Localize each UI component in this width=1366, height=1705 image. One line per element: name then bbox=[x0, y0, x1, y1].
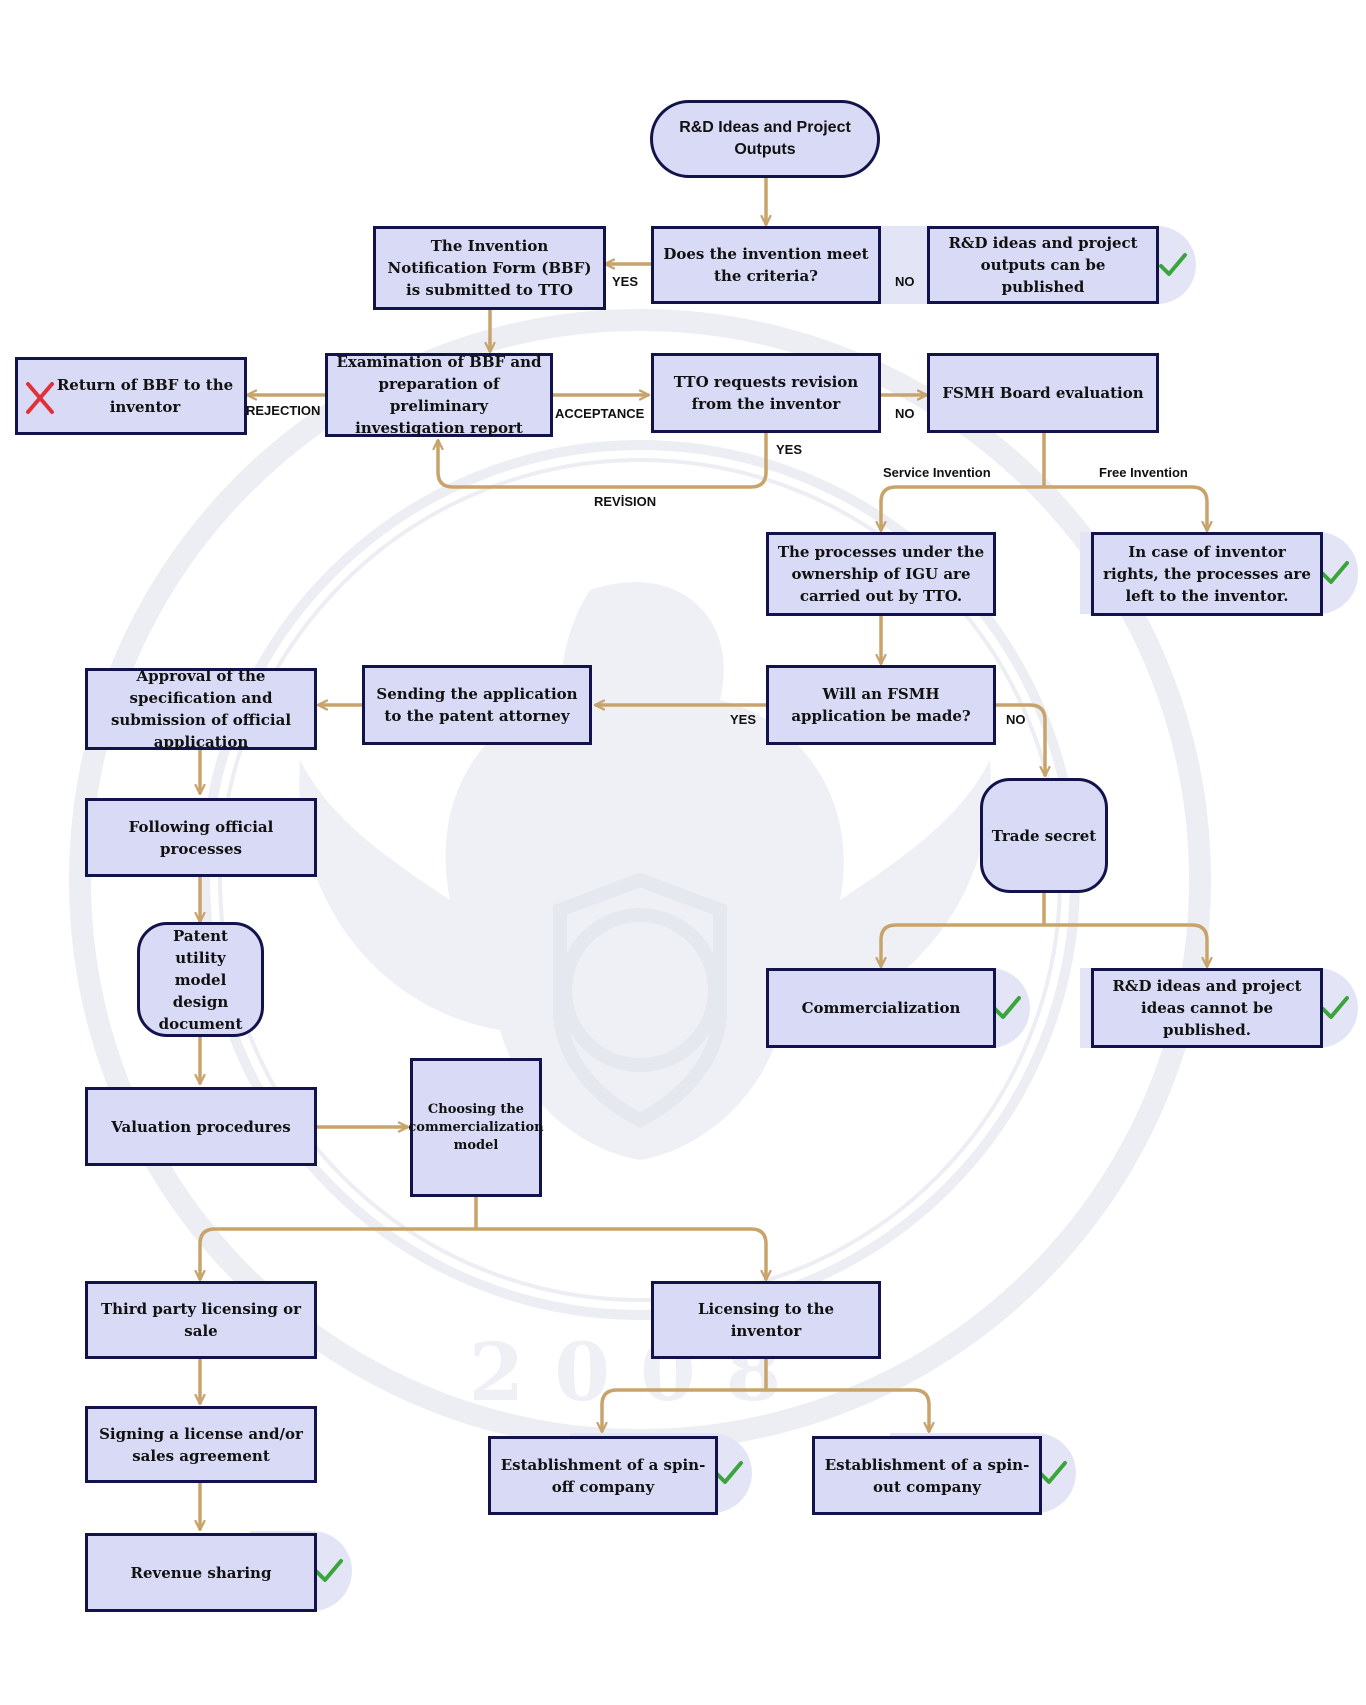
node-fsmh-board: FSMH Board evaluation bbox=[927, 353, 1159, 433]
label-yes-criteria: YES bbox=[612, 274, 639, 289]
edge-board-free bbox=[1044, 485, 1207, 531]
node-cannot-publish: R&D ideas and project ideas cannot be pu… bbox=[1091, 968, 1323, 1048]
node-valuation: Valuation procedures bbox=[85, 1087, 317, 1166]
edge-board-service bbox=[881, 485, 1044, 531]
check-icon bbox=[1321, 996, 1349, 1019]
node-licensing-inventor: Licensing to the inventor bbox=[651, 1281, 881, 1359]
node-official-processes: Following official processes bbox=[85, 798, 317, 877]
label-no-fsmh: NO bbox=[1006, 712, 1026, 727]
cross-icon bbox=[26, 382, 54, 414]
check-icon bbox=[1039, 1461, 1067, 1484]
check-icon bbox=[715, 1461, 743, 1484]
edge-fsmh-trade bbox=[996, 703, 1045, 776]
edge-licensing-spinout bbox=[766, 1388, 929, 1432]
node-fsmh-application: Will an FSMH application be made? bbox=[766, 665, 996, 745]
node-inventor-rights: In case of inventor rights, the processe… bbox=[1091, 532, 1323, 616]
label-no-revision: NO bbox=[895, 406, 915, 421]
node-commercialization: Commercialization bbox=[766, 968, 996, 1048]
label-acceptance: ACCEPTANCE bbox=[555, 406, 645, 421]
node-criteria-decision: Does the invention meet the criteria? bbox=[651, 226, 881, 304]
label-yes-fsmh: YES bbox=[730, 712, 757, 727]
node-revenue: Revenue sharing bbox=[85, 1533, 317, 1612]
node-patent-document: Patent utility model design document bbox=[137, 922, 264, 1037]
label-revision: REVİSION bbox=[594, 494, 657, 509]
node-sending-attorney: Sending the application to the patent at… bbox=[362, 665, 592, 745]
label-yes-revision: YES bbox=[776, 442, 803, 457]
label-no-criteria: NO bbox=[895, 274, 915, 289]
node-igu-processes: The processes under the ownership of IGU… bbox=[766, 532, 996, 616]
check-icon bbox=[1159, 253, 1187, 276]
node-examination: Examination of BBF and preparation of pr… bbox=[325, 353, 553, 437]
check-icon bbox=[1321, 561, 1349, 584]
edge-trade-commercial bbox=[881, 923, 1044, 967]
label-rejection: REJECTION bbox=[246, 403, 321, 418]
return-bbf-label: Return of BBF to the inventor bbox=[56, 376, 234, 416]
edge-revision-loop bbox=[438, 433, 768, 489]
node-return-bbf: Return of BBF to the inventor bbox=[15, 357, 247, 435]
node-spin-out: Establishment of a spin-out company bbox=[812, 1436, 1042, 1515]
node-signing: Signing a license and/or sales agreement bbox=[85, 1406, 317, 1483]
node-spin-off: Establishment of a spin-off company bbox=[488, 1436, 718, 1515]
check-icon bbox=[315, 1559, 343, 1582]
edge-choosing-licensing bbox=[476, 1227, 766, 1280]
node-bbf-submitted: The Invention Notification Form (BBF) is… bbox=[373, 226, 606, 310]
node-approval: Approval of the specification and submis… bbox=[85, 667, 317, 751]
node-third-party: Third party licensing or sale bbox=[85, 1281, 317, 1359]
node-rd-ideas: R&D Ideas and Project Outputs bbox=[650, 100, 880, 178]
edge-choosing-third bbox=[200, 1227, 476, 1280]
node-trade-secret: Trade secret bbox=[980, 778, 1108, 893]
node-can-publish: R&D ideas and project outputs can be pub… bbox=[927, 226, 1159, 304]
node-tto-revision: TTO requests revision from the inventor bbox=[651, 353, 881, 433]
edge-trade-cannot bbox=[1044, 923, 1207, 967]
check-icon bbox=[993, 996, 1021, 1019]
label-free-invention: Free Invention bbox=[1099, 465, 1188, 480]
label-service-invention: Service Invention bbox=[883, 465, 991, 480]
edge-licensing-spinoff bbox=[602, 1388, 766, 1432]
node-choosing-model: Choosing the commercialization model bbox=[408, 1058, 544, 1197]
